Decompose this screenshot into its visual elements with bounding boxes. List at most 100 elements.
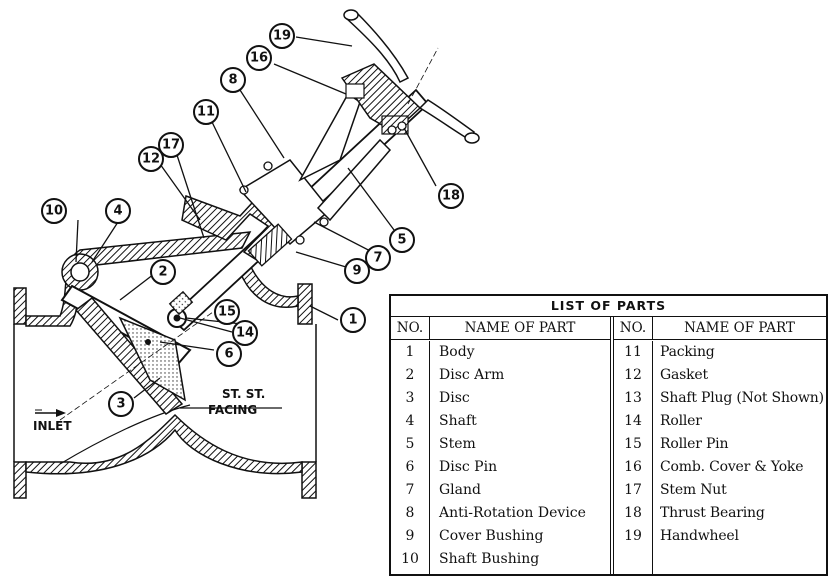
inlet-label: INLET bbox=[33, 419, 72, 433]
svg-text:11: 11 bbox=[197, 105, 215, 120]
svg-text:16: 16 bbox=[250, 51, 268, 66]
svg-text:10: 10 bbox=[45, 204, 63, 219]
callout-2: 2 bbox=[150, 259, 176, 285]
part-name: Disc bbox=[439, 390, 470, 406]
part-name: Stem Nut bbox=[660, 482, 727, 498]
svg-text:17: 17 bbox=[162, 138, 180, 153]
callout-4: 4 bbox=[105, 198, 131, 224]
callout-3: 3 bbox=[108, 391, 134, 417]
svg-text:2: 2 bbox=[158, 265, 167, 280]
part-name: Roller bbox=[660, 413, 702, 429]
part-name: Stem bbox=[439, 436, 476, 452]
part-number: 7 bbox=[405, 482, 415, 498]
part-name: Shaft Plug (Not Shown) bbox=[660, 390, 824, 406]
part-name: Shaft bbox=[439, 413, 477, 429]
part-name: Roller Pin bbox=[660, 436, 729, 452]
svg-text:4: 4 bbox=[113, 204, 122, 219]
callout-5: 5 bbox=[389, 227, 415, 253]
svg-text:7: 7 bbox=[373, 251, 382, 266]
part-name: Gasket bbox=[660, 367, 708, 383]
inlet-arrow bbox=[35, 409, 66, 417]
callout-12: 12 bbox=[138, 146, 164, 172]
part-name: Body bbox=[439, 344, 475, 360]
svg-text:8: 8 bbox=[228, 73, 237, 88]
part-name: Thrust Bearing bbox=[660, 505, 765, 521]
part-name: Disc Pin bbox=[439, 459, 498, 475]
part-number-column: 11 12 13 14 15 16 17 18 19 bbox=[614, 341, 653, 574]
callout-19: 19 bbox=[269, 23, 295, 49]
part-name: Handwheel bbox=[660, 528, 739, 544]
svg-text:19: 19 bbox=[273, 29, 291, 44]
column-header: NO. NAME OF PART bbox=[391, 317, 610, 340]
part-number: 16 bbox=[624, 459, 642, 475]
part-number-column: 1 2 3 4 5 6 7 8 9 10 bbox=[391, 341, 430, 574]
disc-and-arm bbox=[59, 284, 231, 421]
bonnet-and-yoke bbox=[181, 92, 392, 267]
callout-15: 15 bbox=[214, 299, 240, 325]
part-number: 11 bbox=[624, 344, 642, 360]
part-number: 10 bbox=[401, 551, 419, 567]
svg-text:15: 15 bbox=[218, 305, 236, 320]
part-name: Disc Arm bbox=[439, 367, 505, 383]
part-number: 6 bbox=[405, 459, 415, 475]
callout-8: 8 bbox=[220, 67, 246, 93]
part-number: 18 bbox=[624, 505, 642, 521]
svg-text:18: 18 bbox=[442, 189, 460, 204]
part-number: 2 bbox=[405, 367, 415, 383]
callout-17: 16 bbox=[246, 45, 272, 71]
name-header: NAME OF PART bbox=[464, 320, 576, 336]
callout-7: 7 bbox=[365, 245, 391, 271]
part-number: 15 bbox=[624, 436, 642, 452]
part-number: 12 bbox=[624, 367, 642, 383]
body-outlet-flange bbox=[297, 283, 317, 499]
part-name: Gland bbox=[439, 482, 481, 498]
svg-text:1: 1 bbox=[348, 313, 357, 328]
part-number: 19 bbox=[624, 528, 642, 544]
callout-10: 10 bbox=[41, 198, 67, 224]
part-number: 14 bbox=[624, 413, 642, 429]
part-number: 8 bbox=[405, 505, 415, 521]
facing-label-line2: FACING bbox=[208, 403, 257, 417]
part-number: 17 bbox=[624, 482, 642, 498]
name-header: NAME OF PART bbox=[684, 320, 795, 336]
part-name: Cover Bushing bbox=[439, 528, 544, 544]
part-number: 9 bbox=[405, 528, 415, 544]
facing-label-line1: ST. ST. bbox=[222, 387, 265, 401]
part-name: Packing bbox=[660, 344, 715, 360]
part-name: Shaft Bushing bbox=[439, 551, 540, 567]
part-number: 5 bbox=[405, 436, 415, 452]
part-number: 4 bbox=[405, 413, 415, 429]
svg-text:3: 3 bbox=[116, 397, 125, 412]
callout-11: 11 bbox=[193, 99, 219, 125]
shaft-assembly bbox=[61, 253, 99, 291]
callout-18: 18 bbox=[438, 183, 464, 209]
no-header: NO. bbox=[391, 317, 430, 339]
stem-nut-and-handwheel bbox=[340, 9, 480, 144]
svg-text:9: 9 bbox=[352, 264, 361, 279]
part-number: 13 bbox=[624, 390, 642, 406]
svg-text:12: 12 bbox=[142, 152, 160, 167]
column-header: NO. NAME OF PART bbox=[614, 317, 826, 340]
callout-16: 17 bbox=[158, 132, 184, 158]
part-name: Anti-Rotation Device bbox=[439, 505, 586, 521]
svg-text:6: 6 bbox=[224, 347, 233, 362]
parts-column-right: NO. NAME OF PART 11 12 13 14 15 16 17 18 19 Pack… bbox=[614, 317, 826, 574]
no-header: NO. bbox=[614, 317, 653, 339]
callout-6: 6 bbox=[216, 341, 242, 367]
svg-text:14: 14 bbox=[236, 326, 254, 341]
callout-14: 14 bbox=[232, 320, 258, 346]
part-name: Comb. Cover & Yoke bbox=[660, 459, 804, 475]
part-number: 3 bbox=[405, 390, 415, 406]
svg-text:5: 5 bbox=[397, 233, 406, 248]
parts-list-title: LIST OF PARTS bbox=[391, 296, 826, 317]
part-number: 1 bbox=[405, 344, 415, 360]
callout-1: 1 bbox=[340, 307, 366, 333]
leader-lines bbox=[75, 36, 437, 409]
callout-9: 9 bbox=[344, 258, 370, 284]
